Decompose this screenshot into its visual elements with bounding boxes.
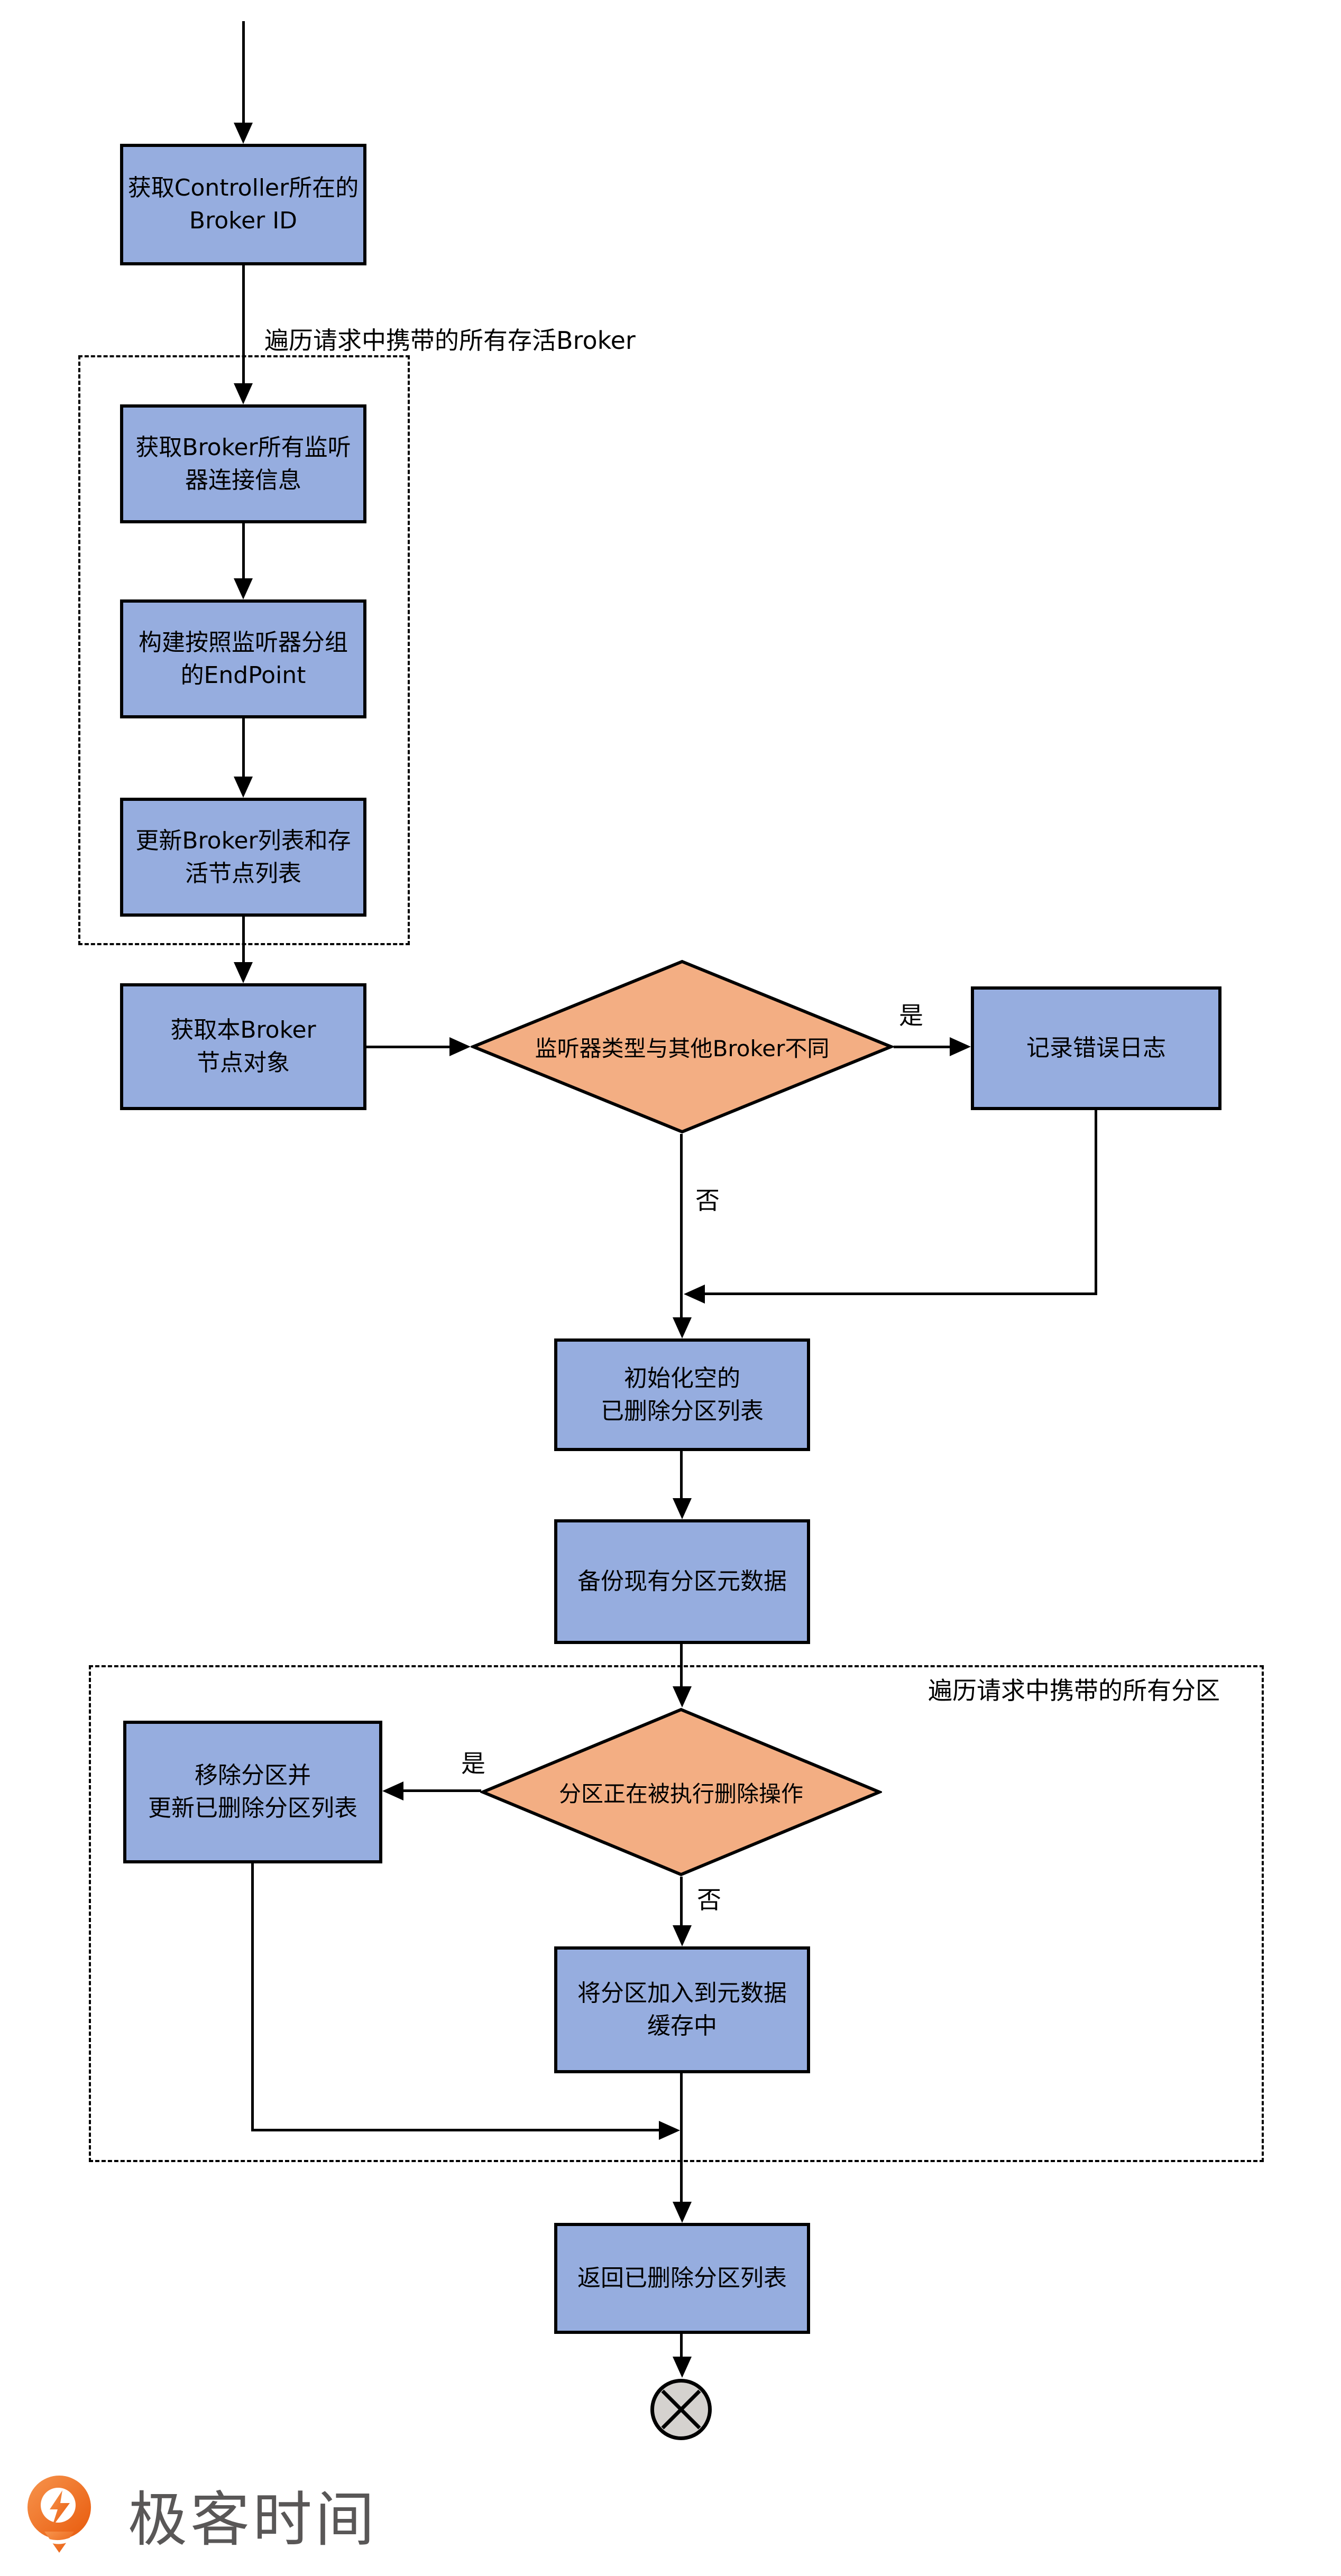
node-backup-metadata: 备份现有分区元数据 (554, 1519, 810, 1644)
edge-arrowhead (673, 1317, 692, 1338)
edge-line (680, 1134, 683, 1317)
edge-line (703, 1292, 1097, 1295)
node-text-line: Broker ID (189, 207, 298, 234)
edge-line (680, 1644, 683, 1687)
edge-arrowhead (673, 1925, 692, 1946)
node-text-line: 器连接信息 (185, 466, 301, 494)
edge-arrowhead (234, 777, 253, 798)
edge-label-yes: 是 (899, 1001, 923, 1030)
edge-line (242, 718, 245, 777)
node-text-line: 记录错误日志 (1026, 1035, 1166, 1061)
edge-arrowhead (382, 1781, 403, 1801)
edge-arrowhead (950, 1037, 971, 1056)
node-return-deleted-list: 返回已删除分区列表 (554, 2223, 810, 2334)
edge-arrowhead (673, 1686, 692, 1707)
node-text-line: 移除分区并 (195, 1762, 311, 1789)
node-get-controller-broker-id: 获取Controller所在的 Broker ID (120, 144, 366, 265)
node-text-line: 节点对象 (197, 1049, 290, 1076)
diamond-shape (471, 959, 894, 1134)
geektime-logo: 极客时间 (23, 2470, 378, 2560)
decision-partition-deleting-check: 分区正在被执行删除操作 (480, 1707, 882, 1877)
end-node-icon (650, 2379, 712, 2440)
node-remove-partition: 移除分区并 更新已删除分区列表 (123, 1721, 382, 1863)
geektime-logo-text: 极客时间 (128, 2486, 378, 2554)
node-text-line: 已删除分区列表 (601, 1397, 764, 1425)
edge-arrowhead (449, 1037, 471, 1056)
edge-line (894, 1046, 952, 1048)
edge-arrowhead (234, 383, 253, 404)
edge-line (1095, 1110, 1097, 1295)
diamond-shape (480, 1707, 882, 1877)
edge-line (680, 1451, 683, 1500)
edge-arrowhead (684, 1285, 705, 1304)
node-text-line: 更新已删除分区列表 (148, 1795, 357, 1822)
edge-line (366, 1046, 449, 1048)
node-text-line: 初始化空的 (624, 1364, 740, 1392)
edge-line (680, 2334, 683, 2358)
node-text-line: 将分区加入到元数据 (577, 1980, 787, 2007)
edge-arrowhead (673, 1498, 692, 1519)
node-add-to-cache: 将分区加入到元数据 缓存中 (554, 1946, 810, 2073)
geektime-logo-icon (27, 2476, 91, 2553)
end-x-icon (661, 2389, 701, 2430)
edge-line (680, 2073, 683, 2202)
decision-listener-type-check: 监听器类型与其他Broker不同 (471, 959, 894, 1134)
node-text-line: 获取Broker所有监听 (135, 433, 351, 461)
edge-line (680, 1877, 683, 1927)
node-text-line: 获取本Broker (170, 1017, 316, 1044)
edge-label-no: 否 (695, 1186, 720, 1215)
node-text-line: 构建按照监听器分组 (139, 629, 348, 656)
edge-line (402, 1789, 481, 1792)
node-text-line: 缓存中 (647, 2012, 717, 2039)
edge-arrowhead (234, 578, 253, 599)
edge-label-yes: 是 (461, 1749, 485, 1778)
edge-arrowhead (659, 2121, 680, 2140)
edge-start-line (242, 21, 245, 124)
node-init-deleted-list: 初始化空的 已删除分区列表 (554, 1338, 810, 1451)
edge-arrowhead (234, 962, 253, 983)
loop-label-brokers: 遍历请求中携带的所有存活Broker (264, 326, 636, 355)
node-get-local-broker: 获取本Broker 节点对象 (120, 983, 366, 1110)
decision-label: 监听器类型与其他Broker不同 (535, 1035, 830, 1061)
edge-line (251, 2129, 659, 2131)
edge-arrowhead (673, 2357, 692, 2378)
edge-line (242, 917, 245, 962)
node-text-line: 获取Controller所在的 (127, 174, 359, 201)
edge-line (242, 265, 245, 385)
node-text-line: 备份现有分区元数据 (577, 1568, 787, 1595)
node-text-line: 活节点列表 (185, 860, 301, 887)
node-text-line: 的EndPoint (180, 661, 306, 689)
edge-label-no: 否 (697, 1886, 721, 1914)
node-text-line: 返回已删除分区列表 (577, 2265, 787, 2292)
node-log-error: 记录错误日志 (971, 986, 1221, 1110)
node-update-broker-list: 更新Broker列表和存 活节点列表 (120, 798, 366, 917)
node-text-line: 更新Broker列表和存 (135, 827, 351, 854)
edge-line (242, 523, 245, 580)
loop-label-partitions: 遍历请求中携带的所有分区 (928, 1676, 1220, 1705)
node-get-broker-listeners: 获取Broker所有监听 器连接信息 (120, 404, 366, 523)
edge-line (251, 1863, 254, 2131)
loop-container-partitions (89, 1665, 1264, 2162)
decision-label: 分区正在被执行删除操作 (558, 1780, 803, 1807)
edge-arrowhead (673, 2202, 692, 2223)
node-build-endpoint: 构建按照监听器分组 的EndPoint (120, 599, 366, 718)
edge-start-arrowhead (234, 123, 253, 144)
